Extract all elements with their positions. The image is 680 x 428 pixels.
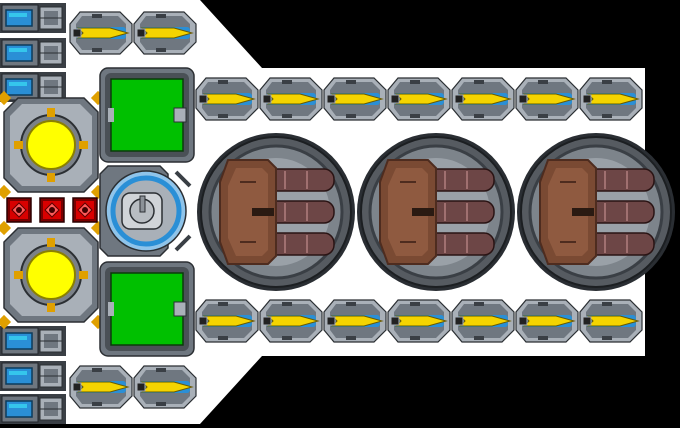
missile-icon (323, 299, 387, 343)
missile-icon (515, 77, 579, 121)
reactor-core-icon (0, 90, 106, 200)
missile-icon (451, 299, 515, 343)
reactor-core-icon (0, 220, 106, 330)
battery-cell-icon (0, 361, 66, 391)
missile-icon (133, 365, 197, 409)
triple-barrel-turret-icon (197, 133, 355, 291)
ammo-crate-icon (6, 197, 32, 223)
shield-dome-icon (99, 165, 192, 257)
missile-icon (515, 299, 579, 343)
triple-barrel-turret-icon (517, 133, 675, 291)
missile-icon (323, 77, 387, 121)
missile-icon (195, 299, 259, 343)
missile-icon (451, 77, 515, 121)
battery-cell-icon (0, 38, 66, 68)
missile-pods (69, 11, 643, 409)
missile-icon (579, 299, 643, 343)
heavy-turrets (197, 133, 675, 291)
cargo-bay-icon (99, 261, 195, 357)
battery-cell-icon (0, 394, 66, 424)
missile-icon (69, 11, 133, 55)
missile-icon (69, 365, 133, 409)
missile-icon (387, 77, 451, 121)
missile-icon (579, 77, 643, 121)
battery-cells (0, 3, 66, 424)
ammo-crates (6, 197, 98, 223)
missile-icon (133, 11, 197, 55)
ammo-crate-icon (39, 197, 65, 223)
triple-barrel-turret-icon (357, 133, 515, 291)
cargo-bay-icon (99, 67, 195, 163)
missile-icon (387, 299, 451, 343)
battery-cell-icon (0, 72, 66, 102)
missile-icon (195, 77, 259, 121)
ammo-crate-icon (72, 197, 98, 223)
missile-icon (259, 299, 323, 343)
shield-generator (99, 165, 192, 257)
battery-cell-icon (0, 3, 66, 33)
cargo-bays (99, 67, 195, 357)
battery-cell-icon (0, 326, 66, 356)
missile-icon (259, 77, 323, 121)
